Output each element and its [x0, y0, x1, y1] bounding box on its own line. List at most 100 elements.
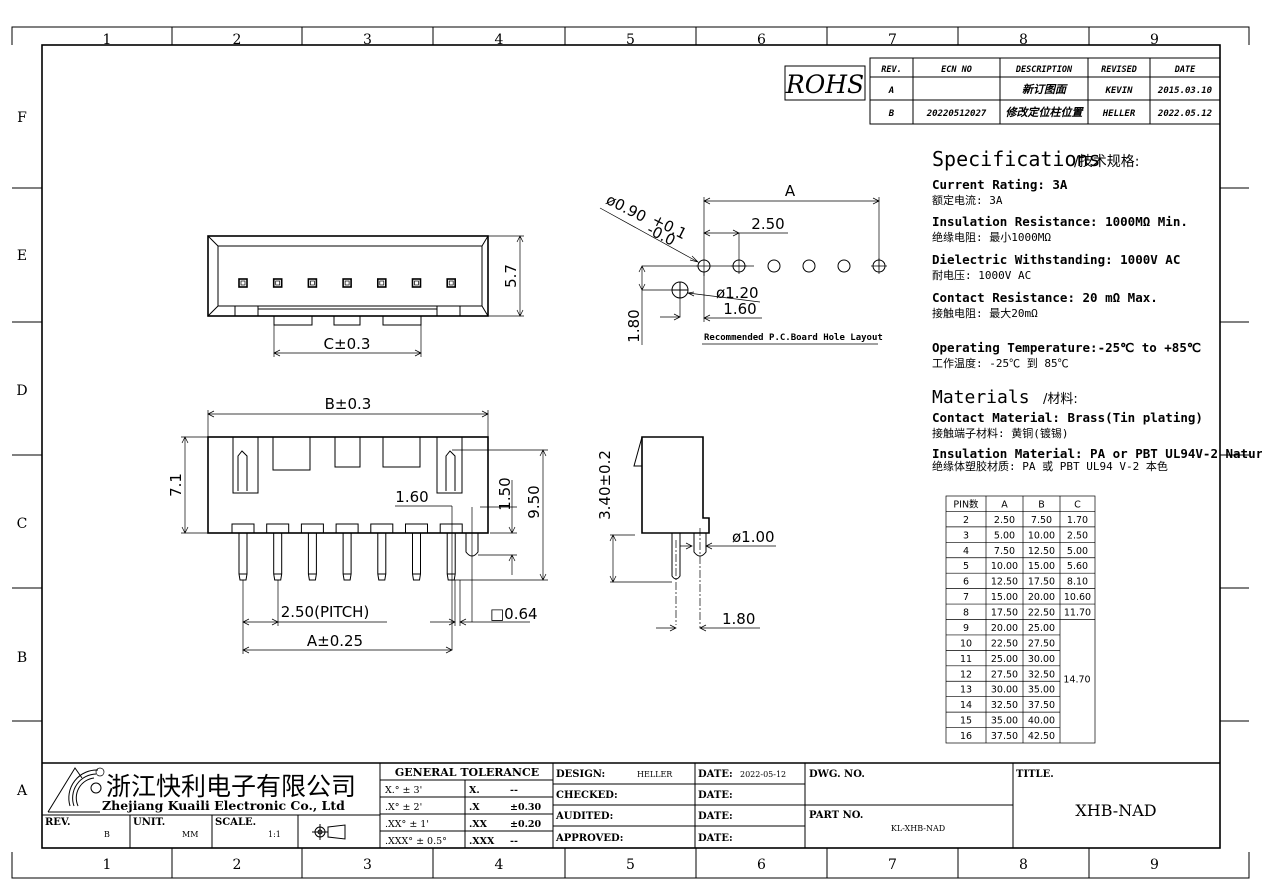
zone-row: C — [17, 516, 28, 532]
pin-housing — [266, 523, 290, 533]
dim-total-height: 9.50 — [525, 485, 543, 518]
pin-square — [376, 278, 387, 288]
pin-table-cell: 3 — [963, 530, 969, 541]
company-name-en: Zhejiang Kuaili Electronic Co., Ltd — [102, 798, 345, 813]
zone-col-bottom: 1 — [103, 857, 112, 873]
rev-cell: A — [888, 86, 894, 96]
materials-title-cn: /材料: — [1043, 392, 1078, 407]
spec-current-rating-cn: 额定电流: 3A — [932, 193, 1003, 207]
pin — [238, 533, 248, 581]
pin-table-cell: 25.00 — [991, 654, 1018, 665]
approved-date-label: DATE: — [698, 833, 733, 844]
rev-header: DATE — [1174, 65, 1196, 75]
rev-cell: HELLER — [1102, 109, 1136, 119]
pin-table-cell: 15 — [960, 716, 972, 727]
pin-table-cell: 32.50 — [1028, 669, 1055, 680]
spec-dielectric: Dielectric Withstanding: 1000V AC — [932, 252, 1180, 267]
dwg-no-label: DWG. NO. — [809, 769, 865, 780]
spec-insulation-resistance: Insulation Resistance: 1000MΩ Min. — [932, 214, 1188, 229]
pin — [377, 533, 387, 581]
pin-table-header: B — [1038, 499, 1045, 510]
pin-square — [342, 278, 352, 288]
checked-date-label: DATE: — [698, 790, 733, 801]
pin-table-header: PIN数 — [953, 498, 979, 510]
dim-peg-diameter: ø1.00 — [732, 528, 775, 546]
unit-label: UNIT. — [133, 817, 165, 828]
pin-table-cell: 30.00 — [991, 685, 1018, 696]
zone-col-top: 7 — [888, 32, 897, 48]
pin-square — [272, 278, 283, 288]
dim-peg-offset: 1.60 — [395, 488, 428, 506]
spec-operating-temp-cn: 工作温度: -25℃ 到 85℃ — [932, 356, 1069, 370]
pin-square-inner — [240, 280, 246, 286]
rev-cell: 20220512027 — [926, 109, 987, 119]
company-logo-icon — [47, 767, 105, 813]
zone-col-top: 4 — [495, 32, 504, 48]
drawing-frame — [11, 26, 1250, 879]
pin-table-header: A — [1001, 499, 1008, 510]
side-view: 3.40±0.2 ø1.00 1.80 — [596, 436, 776, 632]
pin-table-cell: 2 — [963, 515, 969, 526]
material-contact: Contact Material: Brass(Tin plating) — [932, 410, 1203, 425]
zone-col-top: 8 — [1019, 32, 1028, 48]
pin-square-inner — [310, 280, 315, 286]
pin-table-cell: 15.00 — [1028, 561, 1055, 572]
tolerance-linear-label: .XXX — [469, 836, 495, 847]
pin-square-inner — [414, 280, 419, 286]
pcb-hole — [837, 259, 851, 273]
part-no-label: PART NO. — [809, 810, 863, 821]
tolerance-linear-label: X. — [469, 785, 480, 796]
pin-table-cell: 30.00 — [1028, 654, 1055, 665]
tolerance-angle: .XXX° ± 0.5° — [385, 836, 447, 847]
audited-date-label: DATE: — [698, 811, 733, 822]
rev-header: ECN NO — [941, 65, 972, 75]
dim-top-height: 5.7 — [502, 264, 520, 288]
rohs-label: ROHS — [785, 70, 864, 99]
pin-table-cell: 5.60 — [1067, 561, 1088, 572]
pin-housing — [439, 523, 463, 533]
company-name-cn: 浙江快利电子有限公司 — [106, 772, 356, 801]
scale-label: SCALE. — [215, 817, 256, 828]
part-no-value: KL-XHB-NAD — [891, 824, 945, 833]
dim-body-height: 7.1 — [167, 473, 185, 497]
rohs-mark: ROHS — [784, 65, 866, 101]
pin-table-header: C — [1074, 499, 1081, 510]
spec-insulation-resistance-cn: 绝缘电阻: 最小1000MΩ — [932, 230, 1051, 244]
pin-housing — [405, 523, 428, 533]
pin-housing — [300, 523, 324, 533]
zone-col-bottom: 2 — [233, 857, 242, 873]
zone-row: A — [16, 783, 28, 799]
pin — [446, 533, 456, 581]
pin-table-cell: 17.50 — [991, 608, 1018, 619]
pin-table-cell: 35.00 — [1028, 685, 1055, 696]
pin-housing — [231, 523, 255, 533]
specs-title: Specifications — [932, 147, 1101, 171]
pin-table-cell: 5.00 — [1067, 546, 1088, 557]
pin — [307, 533, 317, 581]
spec-operating-temp: Operating Temperature:-25℃ to +85℃ — [932, 340, 1201, 355]
audited-label: AUDITED: — [555, 811, 613, 822]
tolerance-angle: .X° ± 2' — [385, 802, 422, 813]
pin-table-cell: 1.70 — [1067, 515, 1088, 526]
front-view: B±0.3 7.1 9.50 1.50 1.60 2.50(PITCH) □0.… — [167, 395, 548, 654]
tolerance-angle: .XX° ± 1' — [385, 819, 429, 830]
dim-c-tolerance: C±0.3 — [324, 335, 371, 353]
title-value: XHB-NAD — [1075, 801, 1156, 820]
spec-contact-resistance-cn: 接触电阻: 最大20mΩ — [932, 306, 1038, 320]
tolerance-linear-value: ±0.20 — [510, 819, 541, 830]
dim-pitch: 2.50(PITCH) — [281, 603, 370, 621]
dim-a-tolerance: A±0.25 — [307, 632, 363, 650]
design-date-value: 2022-05-12 — [740, 770, 786, 779]
pin-table-cell: 20.00 — [991, 623, 1018, 634]
dim-peg-length: 1.50 — [496, 477, 514, 510]
pin-table-cell: 14 — [960, 700, 972, 711]
tolerance-linear-value: ±0.30 — [510, 802, 541, 813]
spec-contact-resistance: Contact Resistance: 20 mΩ Max. — [932, 290, 1158, 305]
